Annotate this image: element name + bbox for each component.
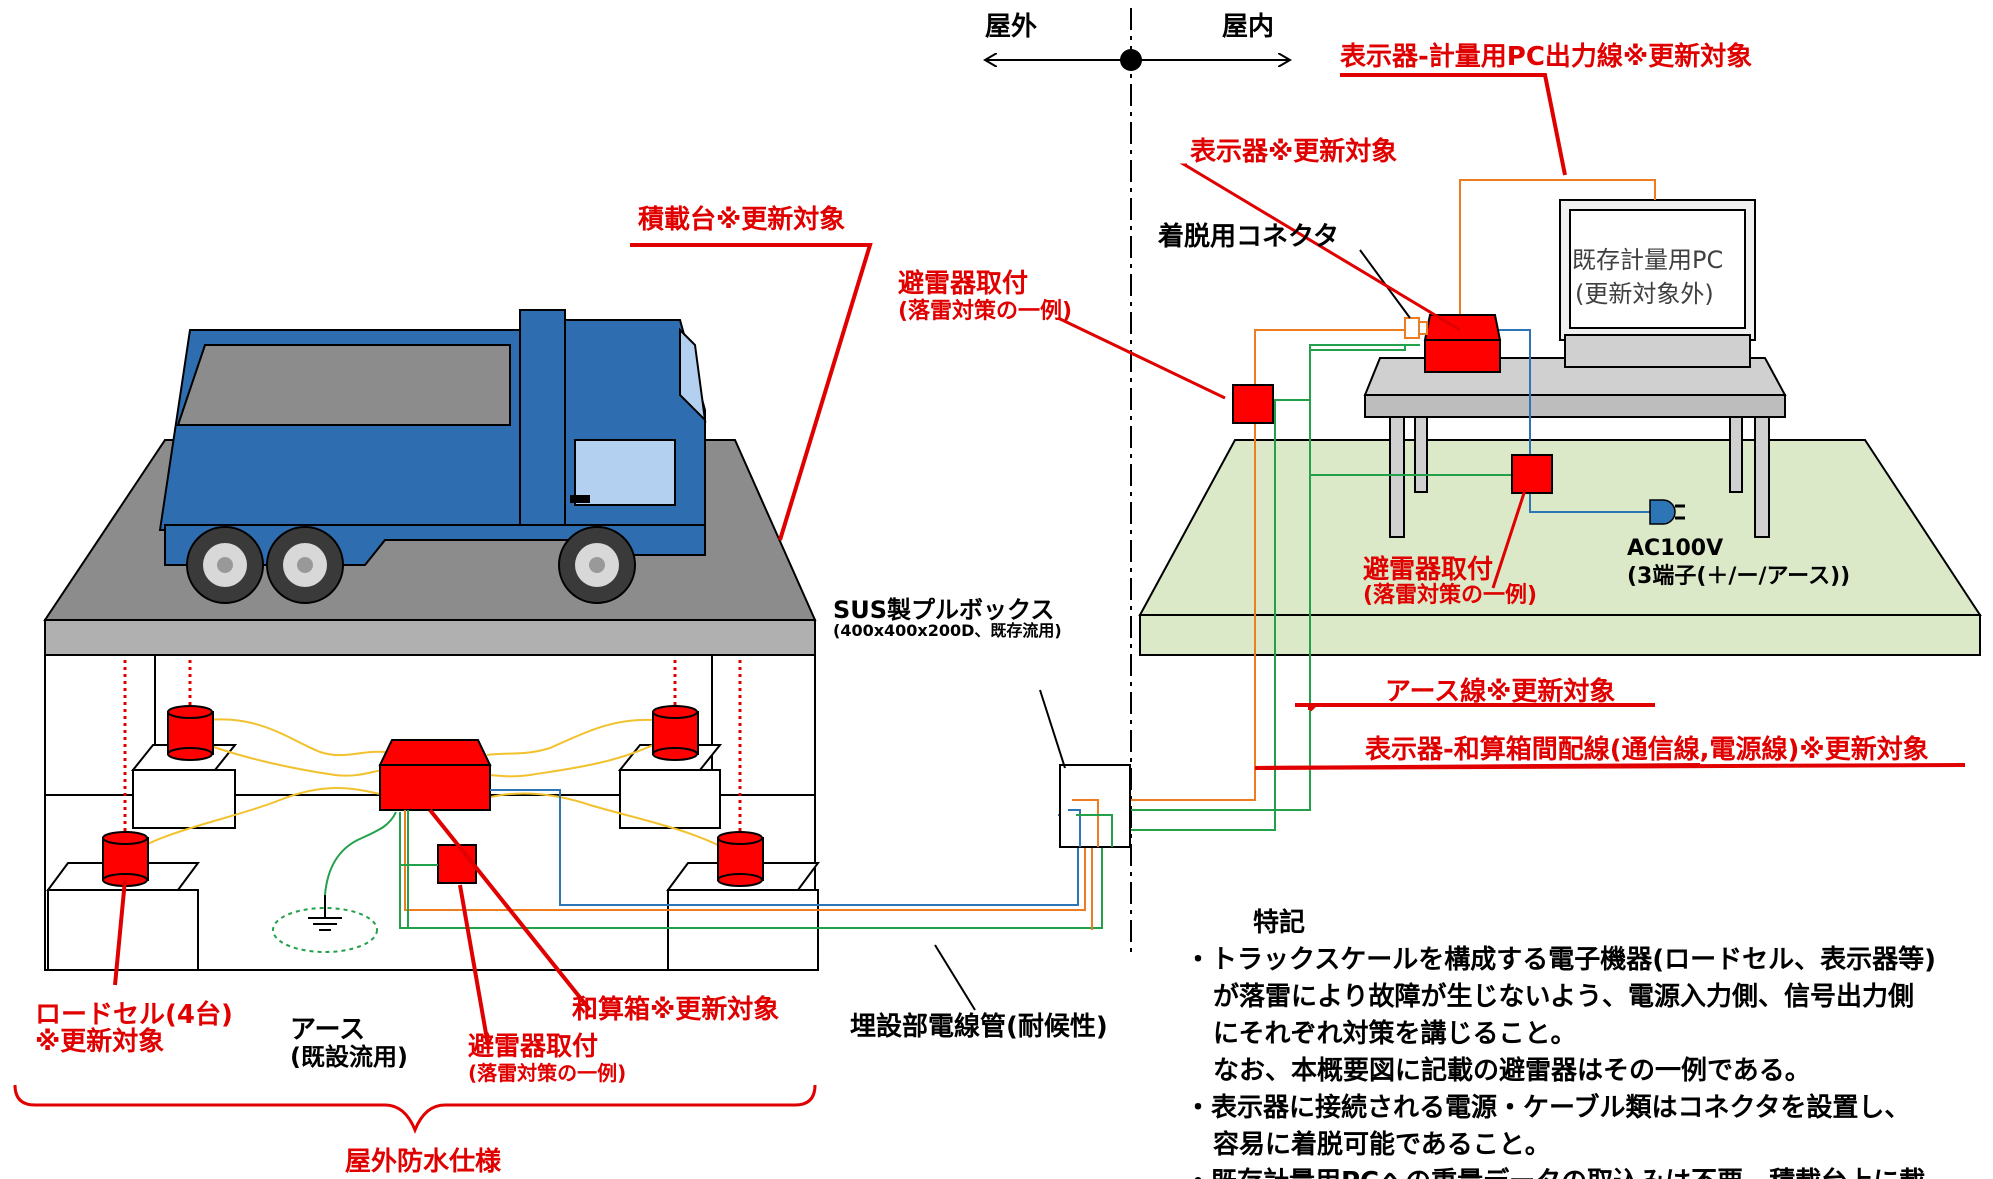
loadcell — [652, 705, 699, 761]
note-line: ・表示器に接続される電源・ケーブル類はコネクタを設置し、 — [1185, 1093, 1911, 1123]
arrester-bottom-label-1: 避雷器取付 — [468, 1031, 598, 1062]
arrester-bottom-label-2: (落雷対策の一例) — [468, 1061, 626, 1085]
platform-label: 積載台※更新対象 — [638, 204, 845, 235]
loadcell-label-2: ※更新対象 — [35, 1026, 164, 1057]
arrester-top-label-2: (落雷対策の一例) — [898, 298, 1072, 324]
arrester-top-label-1: 避雷器取付 — [898, 268, 1028, 299]
indoor-label: 屋内 — [1222, 12, 1274, 42]
indoor-floor — [1138, 439, 1982, 656]
loadcell — [102, 831, 149, 887]
earth-label-1: アース — [290, 1015, 365, 1045]
note-item: ・既存計量用PCへの重量データの取込みは不要。積載台上に載 — [1185, 1164, 1985, 1179]
pc-label-2: (更新対象外) — [1575, 280, 1714, 308]
ac-label-1: AC100V — [1627, 536, 1723, 561]
summing-box-label: 和算箱※更新対象 — [572, 994, 779, 1025]
display-sum-line-label: 表示器-和算箱間配線(通信線,電源線)※更新対象 — [1365, 734, 1929, 765]
divider-dot — [1120, 49, 1142, 71]
display-label: 表示器※更新対象 — [1190, 136, 1397, 167]
wheel — [186, 526, 264, 604]
loadcell-ties — [123, 660, 742, 832]
earth-ground — [272, 811, 397, 953]
arrester-indoor-signal — [1232, 384, 1274, 424]
pullbox-label-1: SUS製プルボックス — [833, 596, 1054, 624]
notes-heading: 特記 — [1253, 908, 1306, 938]
notes-section: 特記 ・トラックスケールを構成する電子機器(ロードセル、表示器等) が落雷により… — [1185, 905, 1985, 1179]
conduit-leader — [934, 944, 976, 1011]
arrester-indoor-power — [1511, 454, 1553, 494]
ac-label-2: (3端子(＋/ー/アース)) — [1627, 564, 1850, 589]
earth-line-label: アース線※更新対象 — [1385, 676, 1615, 707]
note-line: ・トラックスケールを構成する電子機器(ロードセル、表示器等) — [1185, 945, 1936, 975]
display-pc-line-label: 表示器-計量用PC出力線※更新対象 — [1340, 41, 1752, 72]
arrester-right-label-2: (落雷対策の一例) — [1363, 582, 1537, 608]
connector-icon — [1359, 249, 1428, 339]
loadcell-label-1: ロードセル(4台) — [35, 999, 233, 1030]
display-unit — [1423, 314, 1502, 373]
leader-lines — [113, 73, 1966, 1046]
truck — [158, 309, 707, 604]
note-item: ・表示器に接続される電源・ケーブル類はコネクタを設置し、 容易に着脱可能であるこ… — [1185, 1090, 1985, 1164]
connector-label: 着脱用コネクタ — [1157, 221, 1339, 252]
arrester-right-label-1: 避雷器取付 — [1363, 554, 1493, 585]
wheel — [558, 526, 636, 604]
pull-box — [1039, 689, 1131, 848]
pc-label-1: 既存計量用PC — [1572, 246, 1723, 274]
outdoor-spec-label: 屋外防水仕様 — [345, 1146, 502, 1177]
note-line: 容易に着脱可能であること。 — [1213, 1130, 1551, 1160]
pc-monitor — [1559, 199, 1756, 368]
note-line: にそれぞれ対策を講じること。 — [1213, 1019, 1577, 1049]
outdoor-brace — [13, 1084, 817, 1135]
conduit-label: 埋設部電線管(耐候性) — [850, 1011, 1108, 1042]
note-line: ・既存計量用PCへの重量データの取込みは不要。積載台上に載 — [1185, 1164, 1985, 1179]
loadcell-wires — [119, 718, 746, 861]
note-item: ・トラックスケールを構成する電子機器(ロードセル、表示器等) が落雷により故障が… — [1185, 942, 1985, 1090]
loadcell — [717, 831, 764, 887]
indoor-wiring — [1254, 179, 1656, 513]
arrester-pit — [437, 844, 477, 884]
summing-box — [378, 739, 492, 811]
earth-label-2: (既設流用) — [290, 1043, 408, 1071]
pullbox-leader — [1039, 689, 1066, 769]
wheel — [266, 526, 344, 604]
ac-plug-icon — [1649, 499, 1685, 525]
loadcell — [167, 705, 214, 761]
outdoor-label: 屋外 — [985, 12, 1037, 42]
pullbox-label-2: (400x400x200D、既存流用) — [833, 621, 1062, 640]
note-line: なお、本概要図に記載の避雷器はその一例である。 — [1213, 1056, 1811, 1086]
note-line: が落雷により故障が生じないよう、電源入力側、信号出力側 — [1213, 982, 1914, 1012]
